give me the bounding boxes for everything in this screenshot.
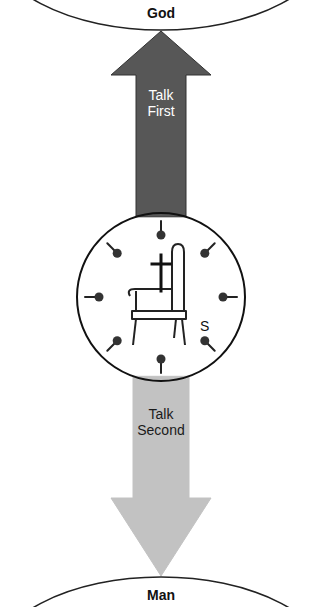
arrow-label: Talk First [136, 87, 186, 119]
node-text: S [200, 318, 209, 334]
clock-marks [85, 221, 237, 373]
clock-dots [95, 231, 228, 364]
block-arrow [111, 31, 211, 217]
cross [152, 255, 170, 291]
node-text: God [147, 5, 175, 21]
block-arrow [111, 376, 211, 576]
node-text: Man [147, 587, 175, 603]
god-region: God [0, 0, 322, 31]
man-region: Man [0, 576, 322, 607]
chair [129, 244, 186, 345]
clock-circle-outline [76, 212, 246, 382]
arrow-label: Talk Second [133, 406, 189, 438]
clock-circle: S [76, 212, 246, 382]
